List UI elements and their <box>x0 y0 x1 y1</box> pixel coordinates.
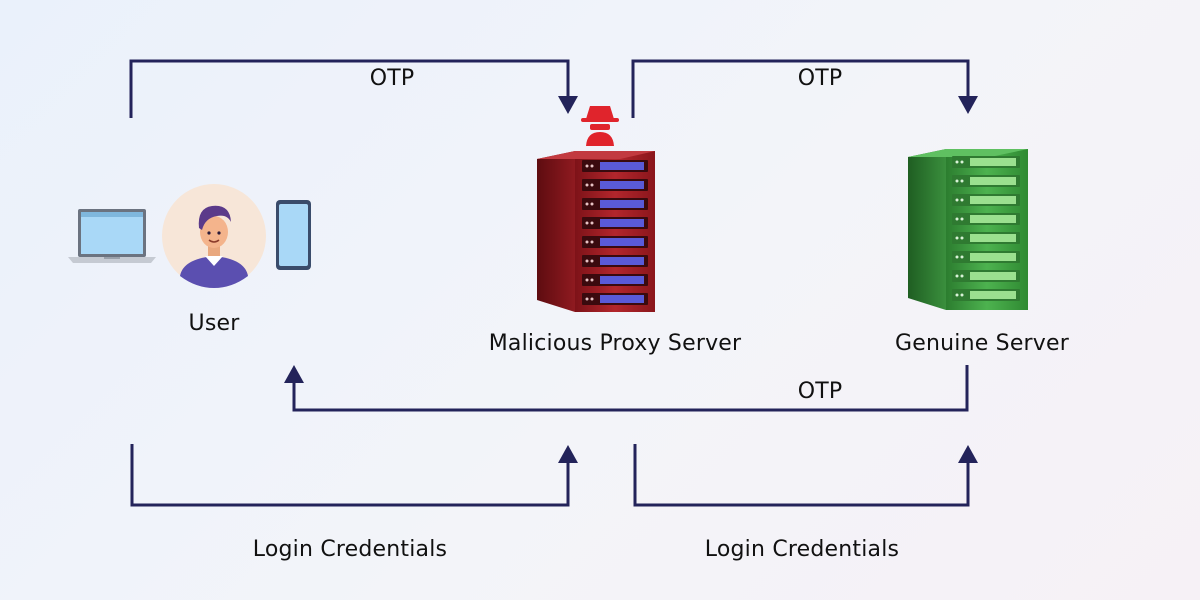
user-avatar-icon <box>162 184 266 288</box>
arrowhead-up-icon <box>284 365 304 383</box>
laptop-icon <box>68 209 156 263</box>
smartphone-icon <box>276 200 311 270</box>
login-credentials-label-right: Login Credentials <box>704 537 900 562</box>
arrowhead-down-icon <box>558 96 578 114</box>
login-arrow-proxy-to-genuine <box>633 444 970 507</box>
otp-label-return: OTP <box>797 379 843 404</box>
arrowhead-up-icon <box>558 445 578 463</box>
proxy-server-label: Malicious Proxy Server <box>488 331 742 356</box>
arrowhead-down-icon <box>958 96 978 114</box>
malicious-server-icon <box>537 151 655 312</box>
arrowhead-up-icon <box>958 445 978 463</box>
otp-return-arrow <box>292 365 969 412</box>
login-credentials-label-left: Login Credentials <box>252 537 448 562</box>
otp-label-user-to-proxy: OTP <box>369 66 415 91</box>
user-label: User <box>188 311 240 336</box>
otp-arrow-user-to-proxy <box>129 59 570 118</box>
otp-label-proxy-to-genuine: OTP <box>797 66 843 91</box>
genuine-server-icon <box>908 149 1028 310</box>
genuine-server-label: Genuine Server <box>895 331 1069 356</box>
otp-arrow-proxy-to-genuine <box>631 59 970 118</box>
login-arrow-user-to-proxy <box>130 444 570 507</box>
hacker-icon <box>581 106 619 146</box>
